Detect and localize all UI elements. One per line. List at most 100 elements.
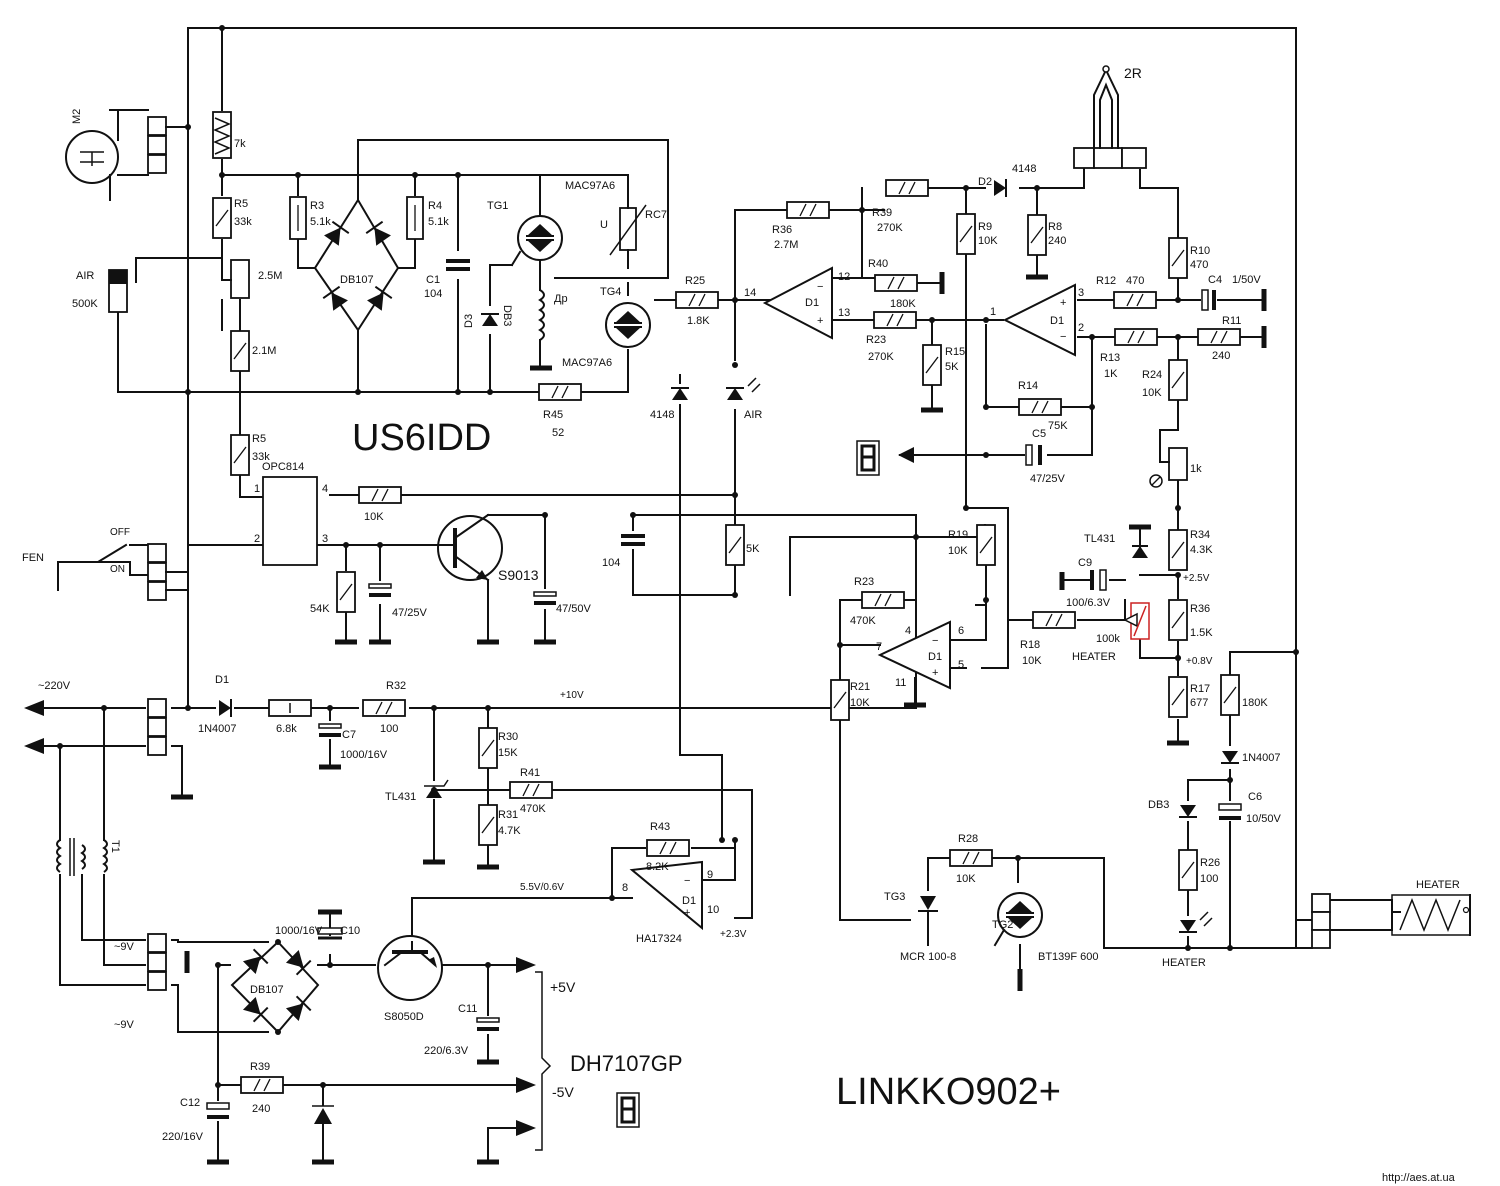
r-180k-right-value: 180K bbox=[1242, 697, 1268, 709]
diac-db3-bottom: DB3 bbox=[1148, 799, 1198, 818]
r11-label: R11 bbox=[1222, 315, 1241, 327]
r13-label: R13 bbox=[1100, 352, 1120, 364]
opamp-d1-c: −+ D1 4 6 7 5 11 bbox=[876, 620, 987, 705]
rc7-u-label: U bbox=[600, 219, 608, 231]
optocoupler-opc814: OPC814 1 2 3 4 bbox=[254, 461, 328, 566]
r11-value: 240 bbox=[1212, 350, 1230, 362]
c1-label: C1 bbox=[426, 274, 440, 286]
motor-label: M2 bbox=[71, 109, 83, 124]
r-2.1m-value: 2.1M bbox=[252, 345, 276, 357]
svg-text:−: − bbox=[684, 875, 690, 887]
v-5.5-label: 5.5V/0.6V bbox=[520, 882, 564, 893]
heater-element: HEATER bbox=[1311, 879, 1471, 949]
pin-2: 2 bbox=[1078, 322, 1084, 334]
c-104-value: 104 bbox=[602, 557, 620, 569]
r32-label: R32 bbox=[386, 680, 406, 692]
pin-8: 8 bbox=[622, 882, 628, 894]
ac-9v-top-label: ~9V bbox=[114, 941, 135, 953]
capacitor-c7: C7 1000/16V bbox=[319, 722, 388, 767]
resistor-5k: 5K bbox=[725, 524, 760, 566]
svg-text:−: − bbox=[1060, 331, 1066, 343]
air-pot-value: 500K bbox=[72, 298, 98, 310]
r41-value: 470K bbox=[520, 803, 546, 815]
1n4007-right-label: 1N4007 bbox=[1242, 752, 1281, 764]
s8050d-label: S8050D bbox=[384, 1011, 424, 1023]
inductor-dr: Др bbox=[530, 289, 568, 371]
r17-value: 677 bbox=[1190, 697, 1208, 709]
r45-label: R45 bbox=[543, 409, 563, 421]
d1-power-label: D1 bbox=[215, 674, 229, 686]
transistor-s8050d: S8050D bbox=[377, 935, 443, 1023]
resistor-r25: R25 1.8K bbox=[675, 275, 719, 327]
resistor-r31: R31 4.7K bbox=[477, 804, 521, 867]
tl431-top-label: TL431 bbox=[1084, 533, 1115, 545]
resistor-r5-bottom: R5 33k bbox=[230, 433, 270, 476]
r26-value: 100 bbox=[1200, 873, 1218, 885]
transformer-t1: T1 bbox=[56, 838, 121, 876]
pin-1: 1 bbox=[990, 306, 996, 318]
db107-bottom-label: DB107 bbox=[250, 984, 284, 996]
heater-led-label: HEATER bbox=[1162, 957, 1206, 969]
r31-value: 4.7K bbox=[498, 825, 521, 837]
r10-label: R10 bbox=[1190, 245, 1210, 257]
r9-value: 10K bbox=[978, 235, 998, 247]
2r-label: 2R bbox=[1124, 65, 1142, 81]
r30-label: R30 bbox=[498, 731, 518, 743]
trimmer-1k-value: 1k bbox=[1190, 463, 1202, 475]
r-5k-value: 5K bbox=[746, 543, 760, 555]
tg3-label: TG3 bbox=[884, 891, 905, 903]
svg-text:+: + bbox=[932, 667, 938, 679]
r17-label: R17 bbox=[1190, 683, 1210, 695]
db3-top-label: DB3 bbox=[501, 305, 513, 326]
opamp-d1-e: −+ D1 8 9 10 HA17324 +2.3V 5.5V/0.6V bbox=[520, 860, 747, 945]
r4-label: R4 bbox=[428, 200, 442, 212]
r14-label: R14 bbox=[1018, 380, 1038, 392]
s9013-label: S9013 bbox=[498, 567, 539, 583]
c10-value: 1000/16V bbox=[275, 925, 323, 937]
pin-10: 10 bbox=[707, 904, 719, 916]
resistor-r39-bottom: R39 240 bbox=[240, 1061, 284, 1115]
triac-tg4: TG4 MAC97A6 bbox=[562, 286, 651, 369]
r15-label: R15 bbox=[945, 346, 965, 358]
fen-label: FEN bbox=[22, 552, 44, 564]
svg-text:+: + bbox=[684, 907, 690, 919]
opc-pin-4: 4 bbox=[322, 483, 328, 495]
resistor-r30: R30 15K bbox=[478, 727, 518, 769]
d3-label: D3 bbox=[463, 314, 475, 328]
r24-value: 10K bbox=[1142, 387, 1162, 399]
svg-text:+: + bbox=[1060, 297, 1066, 309]
r39-bottom-value: 240 bbox=[252, 1103, 270, 1115]
c-47-50v-value: 47/50V bbox=[556, 603, 592, 615]
d1c-label: D1 bbox=[928, 651, 942, 663]
thermistor-rc7: RC7 U bbox=[600, 194, 667, 269]
d1b-label: D1 bbox=[1050, 315, 1064, 327]
air-potentiometer: AIR 500K bbox=[72, 269, 128, 313]
supply-outputs: +5V -5V bbox=[516, 957, 576, 1151]
c9-value: 100/6.3V bbox=[1066, 597, 1111, 609]
r19-label: R19 bbox=[948, 529, 968, 541]
pin-14: 14 bbox=[744, 287, 756, 299]
svg-text:−: − bbox=[932, 635, 938, 647]
resistor-r11: R11 240 bbox=[1197, 315, 1264, 362]
mac97a6-bottom-label: MAC97A6 bbox=[562, 357, 612, 369]
zener-diode-bottom bbox=[312, 1105, 334, 1162]
r25-value: 1.8K bbox=[687, 315, 710, 327]
svg-text:+: + bbox=[817, 315, 823, 327]
r45-value: 52 bbox=[552, 427, 564, 439]
c12-label: C12 bbox=[180, 1097, 200, 1109]
r43-value: 8.2K bbox=[646, 861, 669, 873]
rc7-label: RC7 bbox=[645, 209, 667, 221]
diode-d2: D2 4148 bbox=[978, 163, 1036, 198]
heater-pot-value: 100k bbox=[1096, 633, 1120, 645]
pin-6: 6 bbox=[958, 625, 964, 637]
seven-segment-display-bottom: 8 bbox=[615, 1091, 641, 1129]
capacitor-c12: C12 220/16V bbox=[162, 1097, 499, 1162]
c9-label: C9 bbox=[1078, 557, 1092, 569]
capacitor-c9: C9 100/6.3V bbox=[1059, 557, 1111, 609]
resistor-r15: R15 5K bbox=[921, 344, 965, 410]
r19-value: 10K bbox=[948, 545, 968, 557]
opamp-d1-b: +− D1 1 3 2 bbox=[990, 283, 1084, 357]
resistor-r45: R45 52 bbox=[538, 383, 582, 439]
resistor-r36-bottom: R36 1.5K +0.8V bbox=[1168, 599, 1213, 667]
